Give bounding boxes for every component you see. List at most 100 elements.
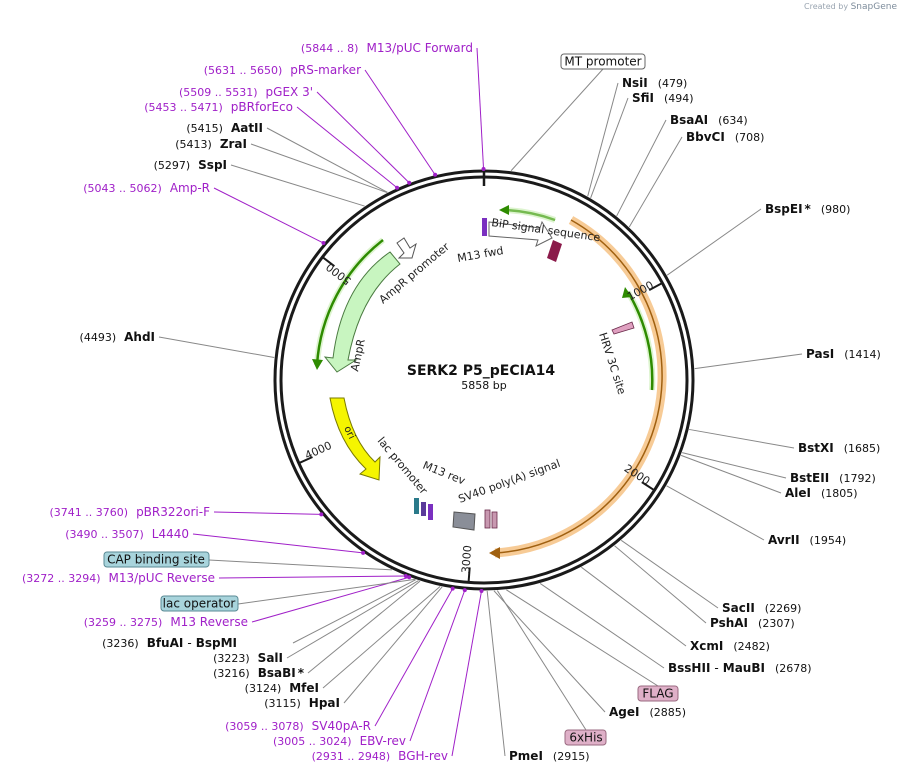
enzyme-leader	[614, 545, 707, 624]
primer-site-mark	[433, 172, 438, 177]
primer-site-mark	[361, 550, 366, 555]
primer-site-mark	[450, 586, 455, 591]
cds-arc	[494, 216, 667, 558]
primer-leader	[476, 47, 485, 170]
primer-m13-reverse: (3259 .. 3275)M13 Reverse	[84, 615, 248, 629]
primer-pbr322ori-f: (3741 .. 3760)pBR322ori-F	[50, 505, 211, 519]
enzyme-leader	[292, 579, 416, 644]
plasmid-length: 5858 bp	[461, 379, 506, 392]
green-arrowhead-top	[499, 205, 509, 215]
box-cap-binding-site: CAP binding site	[103, 551, 210, 568]
enzyme-site-sacii: SacII(2269)	[722, 601, 801, 615]
flag-marker	[484, 509, 491, 529]
primer-m13-puc-forward: (5844 .. 8)M13/pUC Forward	[301, 41, 473, 55]
tick-mark	[467, 567, 471, 583]
primer-l4440: (3490 .. 3507)L4440	[65, 527, 189, 541]
enzyme-site-avrii: AvrII(1954)	[768, 533, 846, 547]
primer-leader	[409, 589, 466, 742]
bip-signal-marker	[547, 240, 562, 262]
ampr-promoter-arrow	[396, 237, 417, 259]
box-flag-label: FLAG	[642, 687, 673, 701]
box-mt-promoter: MT promoter	[560, 53, 646, 70]
tick-mark	[321, 256, 336, 267]
primer-leader	[364, 69, 436, 176]
cds-arrowhead	[489, 547, 500, 559]
tick-mark	[641, 481, 655, 492]
primer-m13-puc-reverse: (3272 .. 3294)M13/pUC Reverse	[22, 571, 215, 585]
enzyme-leader	[689, 428, 795, 449]
primer-leader	[192, 533, 364, 554]
primer-site-mark	[403, 573, 408, 578]
enzyme-leader	[616, 119, 667, 217]
enzyme-leader	[681, 452, 787, 479]
enzyme-site-bfuai: (3236)BfuAI-BspMI	[102, 636, 237, 650]
enzyme-site-pshai: PshAI(2307)	[710, 616, 795, 630]
tick-mark	[648, 282, 663, 292]
enzyme-site-nsii: NsiI(479)	[622, 76, 687, 90]
primer-sv40pa-r: (3059 .. 3078)SV40pA-R	[225, 719, 371, 733]
green-arrowhead-right	[622, 287, 632, 298]
enzyme-site-sali: (3223)SalI	[213, 651, 283, 665]
primer-leader	[296, 106, 398, 189]
enzyme-leader	[486, 590, 506, 757]
bip-arrow	[488, 220, 553, 247]
box-6xhis-label: 6xHis	[569, 731, 602, 745]
box-cap-binding-label: CAP binding site	[107, 553, 205, 567]
primer-pgex-3-: (5509 .. 5531)pGEX 3'	[179, 85, 313, 99]
primer-site-mark	[407, 575, 412, 580]
enzyme-site-bspei: BspEI*(980)	[765, 202, 850, 216]
enzyme-leader	[539, 582, 665, 669]
enzyme-site-zrai: (5413)ZraI	[175, 137, 247, 151]
primer-amp-r: (5043 .. 5062)Amp-R	[83, 181, 210, 195]
primer-leader	[218, 575, 406, 579]
enzyme-site-bsshii: BssHII-MauBI(2678)	[668, 661, 812, 675]
enzyme-site-sspi: (5297)SspI	[154, 158, 227, 172]
enzyme-site-pmei: PmeI(2915)	[509, 749, 589, 763]
primer-site-mark	[321, 241, 326, 246]
box-lac-operator-label: lac operator	[163, 597, 236, 611]
primer-site-mark	[319, 512, 324, 517]
primer-leader	[374, 588, 454, 727]
enzyme-leader	[666, 485, 765, 541]
enzyme-leader	[343, 586, 443, 704]
primer-pbrforeco: (5453 .. 5471)pBRforEco	[144, 100, 293, 114]
enzyme-site-bsabi: (3216)BsaBI*	[213, 666, 305, 680]
ori-arrow	[329, 397, 381, 481]
primer-leader	[316, 91, 410, 184]
hrv-3c-marker	[611, 321, 635, 335]
enzyme-site-agei: AgeI(2885)	[609, 705, 686, 719]
enzyme-leader	[307, 580, 421, 674]
enzyme-leader	[694, 353, 803, 370]
enzyme-leader	[266, 127, 388, 193]
tick-label: 3000	[459, 545, 474, 574]
label-hrv: HRV 3C site	[596, 331, 628, 396]
enzyme-leader	[628, 136, 683, 228]
enzyme-site-aatii: (5415)AatII	[186, 121, 263, 135]
m13-fwd-marker	[482, 218, 487, 236]
label-sv40: SV40 poly(A) signal	[457, 457, 562, 506]
sv40-box	[452, 511, 476, 531]
enzyme-leader	[666, 208, 762, 276]
feature-leader	[496, 590, 587, 731]
site-labels: NsiI(479)SfiI(494)BsaAI(634)BbvCI(708)Bs…	[22, 41, 881, 763]
cap-binding-marker	[414, 498, 419, 514]
enzyme-leader	[581, 566, 687, 647]
box-flag: FLAG	[637, 685, 679, 702]
plasmid-name: SERK2 P5_pECIA14	[407, 363, 556, 379]
credit-brand: SnapGene	[850, 2, 897, 12]
credit-prefix: Created by	[804, 2, 849, 11]
feature-leader	[208, 559, 392, 571]
enzyme-leader	[286, 580, 419, 659]
enzyme-leader	[158, 336, 275, 359]
green-arrow-right	[626, 291, 654, 391]
tick-label: 4000	[303, 439, 334, 462]
tick-mark	[298, 456, 313, 465]
enzyme-site-bsaai: BsaAI(634)	[670, 113, 748, 127]
feature-leader	[506, 589, 659, 687]
primer-ebv-rev: (3005 .. 3024)EBV-rev	[273, 734, 406, 748]
lac-promoter-marker	[421, 502, 426, 516]
snapgene-credit: Created by SnapGene	[804, 2, 897, 12]
primer-site-mark	[407, 180, 412, 185]
primer-site-mark	[481, 167, 486, 172]
box-mt-promoter-label: MT promoter	[564, 55, 641, 69]
